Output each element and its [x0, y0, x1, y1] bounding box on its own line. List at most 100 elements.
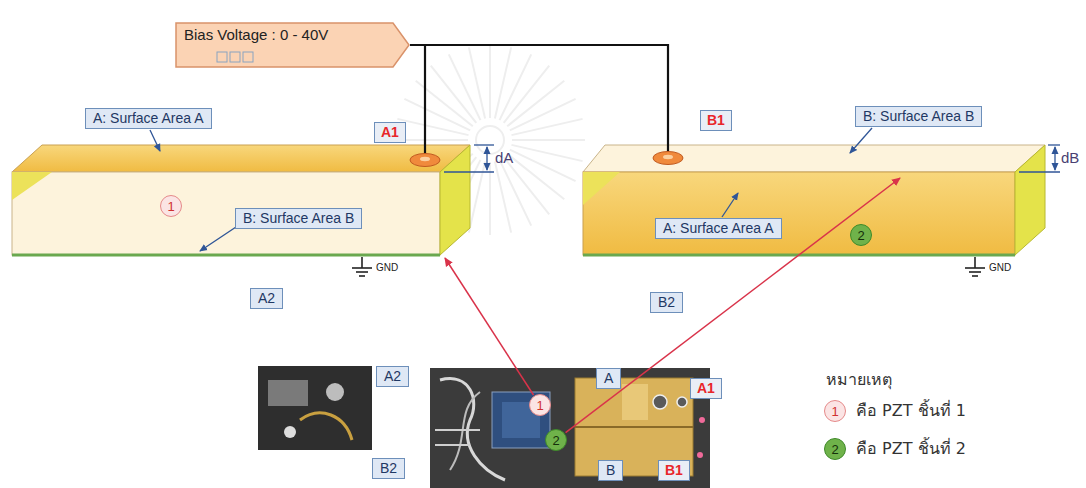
node-text: A1 [381, 124, 399, 140]
leader-arrows [150, 128, 872, 251]
callout-circle: 2 [850, 224, 872, 246]
ground-symbols-part [359, 275, 365, 277]
pcb-photo-part [653, 395, 667, 409]
electrode-dots-part [653, 152, 683, 165]
bias-wires [410, 45, 668, 155]
terminal-label: B1 [700, 110, 732, 131]
pcb-photo-part [699, 417, 705, 423]
electrode-dots [410, 152, 683, 167]
node-text: B2 [658, 294, 675, 310]
pcb-photo [430, 368, 710, 488]
pcb-photo-part [575, 426, 693, 428]
clip-photo-part [258, 366, 372, 450]
legend-text: คือ PZT ชิ้นที่ 2 [856, 439, 966, 459]
node-text: B: Surface Area B [243, 210, 354, 226]
node-text: A [604, 370, 613, 386]
surface-label: B: Surface Area B [855, 106, 982, 127]
pcb-photo-part [430, 368, 710, 488]
pcb-photo-part [492, 392, 550, 448]
photo-label: B2 [372, 458, 405, 479]
leader-arrows-part [850, 128, 872, 153]
left-slab-part [440, 145, 470, 255]
node-text: B: Surface Area B [863, 108, 974, 124]
electrode-dots-part [663, 155, 673, 159]
display-digit [217, 52, 227, 62]
bias-arrow-outline [176, 23, 409, 67]
left-slab-part [12, 172, 440, 255]
electrode-dots-part [420, 157, 430, 161]
dimension-arrows-part [486, 147, 487, 170]
pointer-arrows-part [445, 258, 534, 395]
terminal-label: B2 [650, 292, 683, 313]
ground-symbols-part [361, 257, 363, 268]
clip-photo-part [284, 426, 296, 438]
watermark-rays-part [449, 54, 481, 120]
clip-photo [258, 366, 372, 450]
left-slab-part [12, 254, 440, 257]
node-text: A2 [384, 368, 401, 384]
node-text: B1 [665, 462, 683, 478]
callout-circle: 1 [529, 394, 551, 416]
legend-text: คือ PZT ชิ้นที่ 1 [856, 401, 966, 421]
photo-label: B1 [658, 460, 690, 481]
clip-photo-part [326, 383, 344, 401]
node-text: 1 [536, 399, 543, 412]
pcb-photo-part [435, 430, 480, 445]
terminal-label: A2 [250, 288, 283, 309]
right-slab-part [583, 172, 620, 205]
leader-arrows-part [150, 130, 160, 151]
node-text: B1 [707, 112, 725, 128]
pcb-photo-part [622, 384, 648, 420]
bias-voltage-box: Bias Voltage : 0 - 40V [175, 22, 410, 68]
left-slab [12, 145, 470, 255]
photo-label: A1 [690, 378, 722, 399]
watermark-rays-part [507, 81, 564, 127]
left-slab-part [12, 145, 470, 172]
photo-label: A [596, 368, 621, 389]
node-text: B [606, 462, 615, 478]
node-text: A: Surface Area A [663, 220, 774, 236]
display-digit [230, 52, 240, 62]
pcb-photo-part [697, 452, 703, 458]
ground-symbols-part [965, 267, 985, 269]
pcb-photo-part [677, 397, 687, 407]
node-text: 2 [831, 443, 838, 456]
photo-label: B [598, 460, 623, 481]
leader-arrows-part [200, 227, 236, 251]
right-slab-part [583, 145, 1045, 172]
ground-label: GND [376, 262, 398, 273]
watermark-rays-part [469, 47, 485, 118]
ground-symbols-part [974, 257, 976, 268]
ground-label: GND [989, 262, 1011, 273]
node-text: A2 [258, 290, 275, 306]
clip-photo-part [300, 413, 352, 440]
surface-label: B: Surface Area B [235, 208, 362, 229]
pointer-arrows-part [566, 178, 900, 433]
dimension-arrows-part [444, 171, 494, 172]
ground-symbols-part [352, 267, 372, 269]
node-text: Bias Voltage : 0 - 40V [184, 26, 328, 43]
legend-circle: 2 [824, 438, 846, 460]
callout-circle: 1 [160, 195, 182, 217]
ground-symbols-part [969, 271, 981, 273]
left-slab-part [12, 172, 52, 200]
node-text: 2 [552, 434, 559, 447]
ground-symbols-part [972, 275, 978, 277]
legend-circle: 1 [824, 400, 846, 422]
pointer-arrows [445, 178, 900, 433]
watermark-rays-part [397, 119, 468, 135]
dimension-arrows-part [1054, 147, 1055, 170]
dimension-arrows-part [1048, 144, 1060, 145]
right-slab-part [1015, 145, 1045, 255]
watermark-rays-part [510, 99, 576, 131]
watermark-rays-part [511, 119, 582, 135]
legend-heading: หมายเหตุ [826, 370, 892, 390]
watermark-rays-part [495, 47, 511, 118]
right-slab-part [583, 172, 1015, 255]
dimension-arrows-part [474, 144, 494, 145]
bias-wires-part [424, 45, 426, 155]
watermark-rays-part [511, 145, 582, 161]
watermark-rays-part [512, 139, 585, 141]
ground-symbols-part [356, 271, 368, 273]
photo-label: A2 [376, 366, 409, 387]
